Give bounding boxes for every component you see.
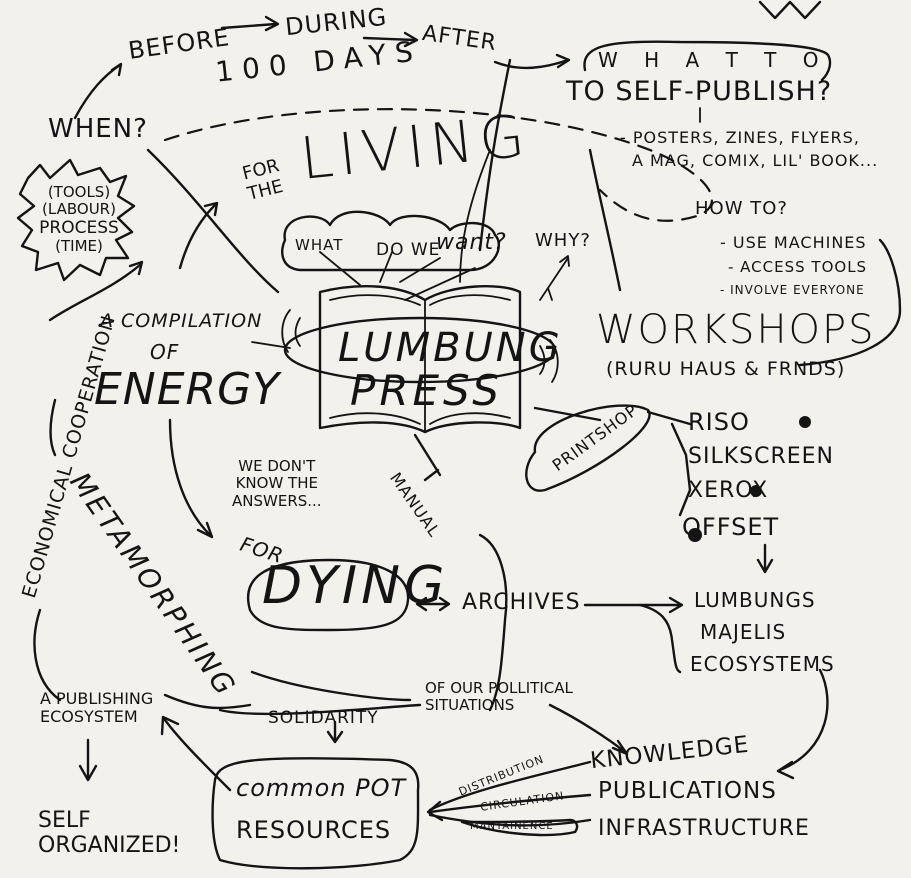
- cloud-want: want?: [436, 230, 507, 255]
- printshop-bubble: [525, 404, 651, 492]
- compilation-line2: OF: [150, 340, 180, 364]
- center-line2: PRESS: [350, 366, 503, 415]
- process-item: (LABOUR): [42, 200, 116, 219]
- what-to-line1: W H A T T O: [598, 48, 829, 72]
- common-pot-box: [211, 757, 420, 870]
- archives-label: ARCHIVES: [462, 590, 581, 615]
- self-organized: SELF ORGANIZED!: [38, 808, 181, 859]
- what-to-list1: - POSTERS, ZINES, FLYERS,: [620, 128, 860, 147]
- lumbungs-item: LUMBUNGS: [694, 588, 816, 612]
- knowledge-item: PUBLICATIONS: [598, 778, 777, 804]
- process-item: (TOOLS): [47, 183, 111, 201]
- workshops-title: WORKSHOPS: [596, 307, 876, 353]
- printshop-item: XEROX: [688, 478, 769, 503]
- dying-cloud: [247, 558, 410, 632]
- lumbungs-item: ECOSYSTEMS: [690, 652, 835, 676]
- process-box: [16, 158, 136, 282]
- how-to-item: - INVOLVE EVERYONE: [720, 283, 865, 297]
- how-to-label: HOW TO?: [695, 198, 788, 219]
- book-icon: [318, 284, 522, 434]
- common-pot-line1: common POT: [236, 774, 407, 802]
- printshop-item: RISO: [688, 408, 750, 436]
- dont-know-text: WE DON'T KNOW THE ANSWERS...: [232, 457, 322, 510]
- cloud-do-we: DO WE: [376, 240, 441, 260]
- compilation-line1: A COMPILATION: [100, 310, 263, 332]
- arrow-when-to-before: [73, 63, 122, 120]
- what-to-line2: TO SELF-PUBLISH?: [566, 76, 833, 107]
- cloud-what: WHAT: [295, 236, 344, 254]
- cloud-why: WHY?: [535, 230, 591, 251]
- what-to-list2: A MAG, COMIX, LIL' BOOK...: [632, 151, 879, 170]
- how-to-item: - USE MACHINES: [720, 233, 867, 252]
- lumbungs-item: MAJELIS: [700, 620, 787, 644]
- arrow-during-after: [362, 36, 417, 42]
- solidarity-label: SOLIDARITY: [268, 708, 379, 728]
- center-line1: LUMBUNG: [338, 325, 563, 371]
- process-item: PROCESS: [39, 217, 119, 238]
- printshop-item: SILKSCREEN: [688, 444, 835, 469]
- compilation-line3: ENERGY: [94, 364, 281, 415]
- process-box-text: (TOOLS) (LABOUR) PROCESS (TIME): [34, 183, 124, 256]
- arrow-before-during: [220, 22, 278, 30]
- flow-maintenance: MANTAINENCE: [470, 821, 554, 832]
- dashed-arc: [163, 108, 713, 222]
- what-to-bubble: [583, 40, 832, 82]
- knowledge-item: INFRASTRUCTURE: [598, 816, 810, 841]
- process-item: (TIME): [55, 237, 103, 256]
- for-dying-big: DYING: [262, 556, 449, 616]
- common-pot-line2: RESOURCES: [236, 816, 392, 844]
- top-decoration: [758, 0, 822, 20]
- arrow-after-whatto: [493, 58, 570, 70]
- publishing-ecosystem: A PUBLISHING ECOSYSTEM: [40, 689, 154, 727]
- workshops-sub: (RURU HAUS & FRNDS): [606, 358, 846, 380]
- printshop-item: OFFSET: [682, 513, 780, 541]
- political-text: OF OUR POLLITICAL SITUATIONS: [425, 679, 573, 715]
- how-to-item: - ACCESS TOOLS: [728, 258, 868, 276]
- when-label: WHEN?: [48, 114, 148, 144]
